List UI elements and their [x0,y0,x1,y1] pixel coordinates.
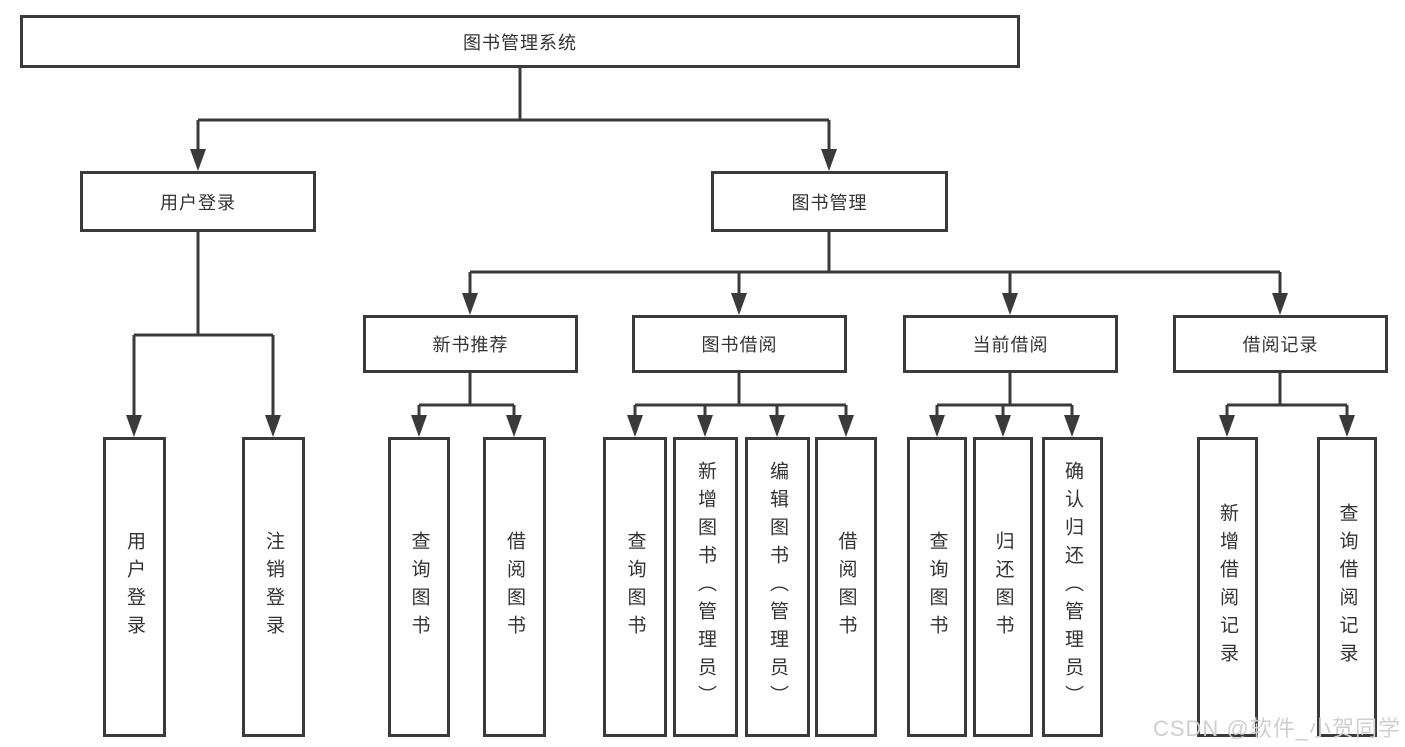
node-leaf-borrow-edit-admin: 编辑图书（管理员） [745,437,810,737]
node-book-management-branch: 图书管理 [711,171,948,232]
node-leaf-logout-label: 注销登录 [263,531,284,643]
node-leaf-borrow-borrow: 借阅图书 [815,437,877,737]
node-user-login-branch: 用户登录 [80,171,316,232]
node-leaf-records-add: 新增借阅记录 [1197,437,1258,737]
node-leaf-newbooks-borrow-label: 借阅图书 [504,531,525,643]
node-current-borrow: 当前借阅 [903,315,1118,373]
node-leaf-records-add-label: 新增借阅记录 [1217,503,1238,671]
node-leaf-logout: 注销登录 [242,437,305,737]
node-leaf-borrow-edit-admin-label: 编辑图书（管理员） [767,461,788,713]
node-book-management-branch-label: 图书管理 [791,192,868,213]
node-leaf-records-query-label: 查询借阅记录 [1336,503,1358,671]
node-leaf-current-confirm-admin: 确认归还（管理员） [1042,437,1103,737]
node-new-book-recommend-label: 新书推荐 [432,335,509,355]
node-leaf-borrow-add-admin-label: 新增图书（管理员） [695,461,716,713]
node-user-login-branch-label: 用户登录 [160,192,236,213]
node-leaf-current-query: 查询图书 [907,437,967,737]
node-leaf-current-confirm-admin-label: 确认归还（管理员） [1062,461,1083,713]
node-leaf-current-return: 归还图书 [973,437,1033,737]
node-leaf-newbooks-query-label: 查询图书 [408,531,430,643]
node-leaf-newbooks-borrow: 借阅图书 [483,437,546,737]
node-book-borrow-label: 图书借阅 [701,335,778,355]
node-leaf-borrow-query: 查询图书 [603,437,667,737]
node-leaf-borrow-add-admin: 新增图书（管理员） [673,437,738,737]
node-leaf-records-query: 查询借阅记录 [1317,437,1377,737]
node-leaf-current-query-label: 查询图书 [926,531,948,643]
watermark: CSDN @软件_小贺同学 [1152,716,1401,741]
node-library-system-root: 图书管理系统 [20,15,1020,68]
node-leaf-borrow-borrow-label: 借阅图书 [835,531,857,643]
node-book-borrow: 图书借阅 [632,315,847,373]
node-leaf-current-return-label: 归还图书 [992,531,1014,643]
node-new-book-recommend: 新书推荐 [363,315,578,373]
node-borrow-records-label: 借阅记录 [1242,335,1319,355]
node-leaf-borrow-query-label: 查询图书 [624,531,646,643]
node-leaf-user-login-label: 用户登录 [124,531,145,643]
node-borrow-records: 借阅记录 [1173,315,1388,373]
node-library-system-root-label: 图书管理系统 [463,32,577,53]
node-leaf-user-login: 用户登录 [103,437,166,737]
node-current-borrow-label: 当前借阅 [972,335,1049,355]
node-leaf-newbooks-query: 查询图书 [388,437,450,737]
